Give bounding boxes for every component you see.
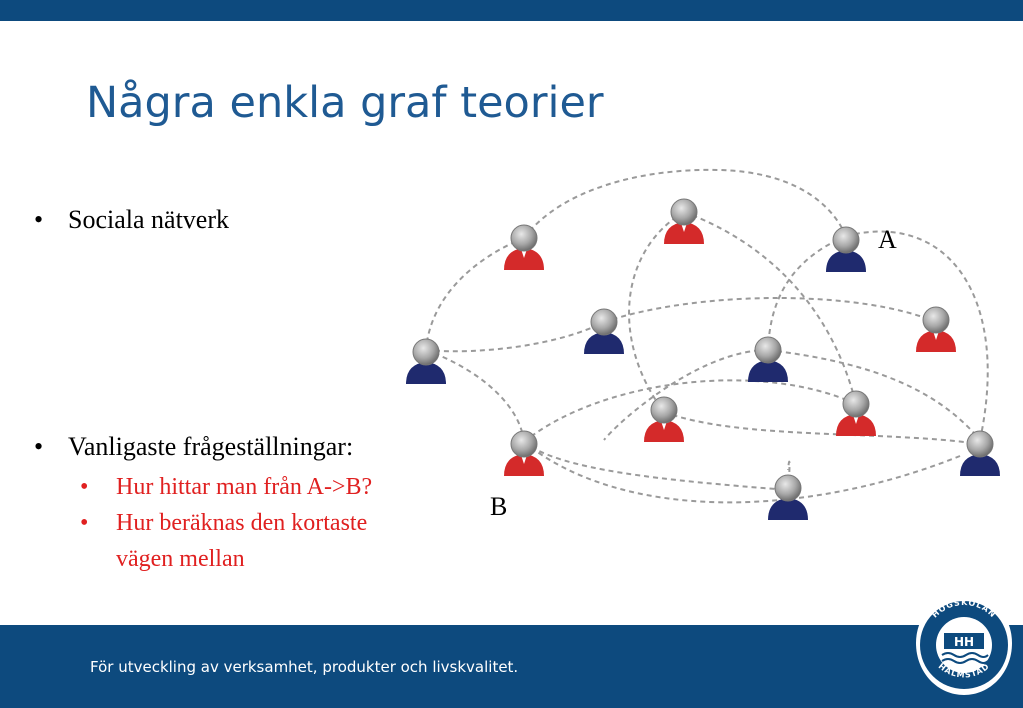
person-node-blue-a bbox=[825, 226, 867, 273]
edge bbox=[523, 168, 847, 239]
edge bbox=[767, 235, 847, 351]
sub-bullet-glyph: • bbox=[80, 510, 89, 536]
bullet-common-questions: • Vanligaste frågeställningar: bbox=[34, 432, 353, 462]
person-node-blue bbox=[583, 308, 625, 355]
footer-tagline: För utveckling av verksamhet, produkter … bbox=[90, 658, 519, 676]
sub-bullet-text: Hur beräknas den kortaste bbox=[116, 510, 368, 536]
sub-bullet-path: • Hur hittar man från A->B? bbox=[80, 474, 372, 501]
university-logo: HH HÖGSKOLAN HALMSTAD bbox=[916, 591, 1012, 695]
edge bbox=[767, 349, 981, 441]
edge bbox=[425, 237, 525, 351]
slide-title: Några enkla graf teorier bbox=[86, 78, 604, 128]
edge bbox=[523, 441, 961, 504]
node-label-b: B bbox=[490, 492, 507, 521]
bullet-social-networks: • Sociala nätverk bbox=[34, 205, 229, 235]
bullet-text: Vanligaste frågeställningar: bbox=[68, 432, 354, 461]
person-node-blue bbox=[405, 338, 447, 385]
person-node-blue bbox=[747, 336, 789, 383]
person-node-red bbox=[663, 198, 705, 245]
edge bbox=[425, 321, 605, 353]
edge bbox=[425, 349, 525, 443]
sub-bullet-continuation: vägen mellan bbox=[116, 546, 245, 572]
person-node-red bbox=[643, 396, 685, 443]
graph-nodes bbox=[405, 198, 1001, 521]
graph-edges bbox=[425, 168, 989, 504]
person-node-blue bbox=[959, 430, 1001, 477]
edge bbox=[523, 441, 789, 491]
top-bar bbox=[0, 0, 1023, 21]
logo-mark: HH bbox=[954, 635, 974, 649]
sub-bullet-glyph: • bbox=[80, 474, 89, 500]
edge bbox=[603, 297, 937, 323]
edge bbox=[523, 379, 857, 443]
footer-bar bbox=[0, 625, 1023, 708]
edge bbox=[663, 411, 981, 445]
bullet-text: Sociala nätverk bbox=[68, 205, 229, 234]
person-node-red bbox=[503, 224, 545, 271]
node-label-a: A bbox=[878, 225, 897, 254]
edge bbox=[628, 211, 685, 413]
bullet-glyph: • bbox=[34, 205, 44, 234]
edge bbox=[683, 211, 857, 405]
person-node-red bbox=[835, 390, 877, 437]
person-node-red bbox=[915, 306, 957, 353]
bullet-glyph: • bbox=[34, 432, 44, 461]
edge bbox=[603, 349, 769, 441]
edge bbox=[845, 230, 989, 441]
sub-bullet-text: Hur hittar man från A->B? bbox=[116, 474, 373, 500]
sub-bullet-shortest: • Hur beräknas den kortaste bbox=[80, 510, 367, 537]
